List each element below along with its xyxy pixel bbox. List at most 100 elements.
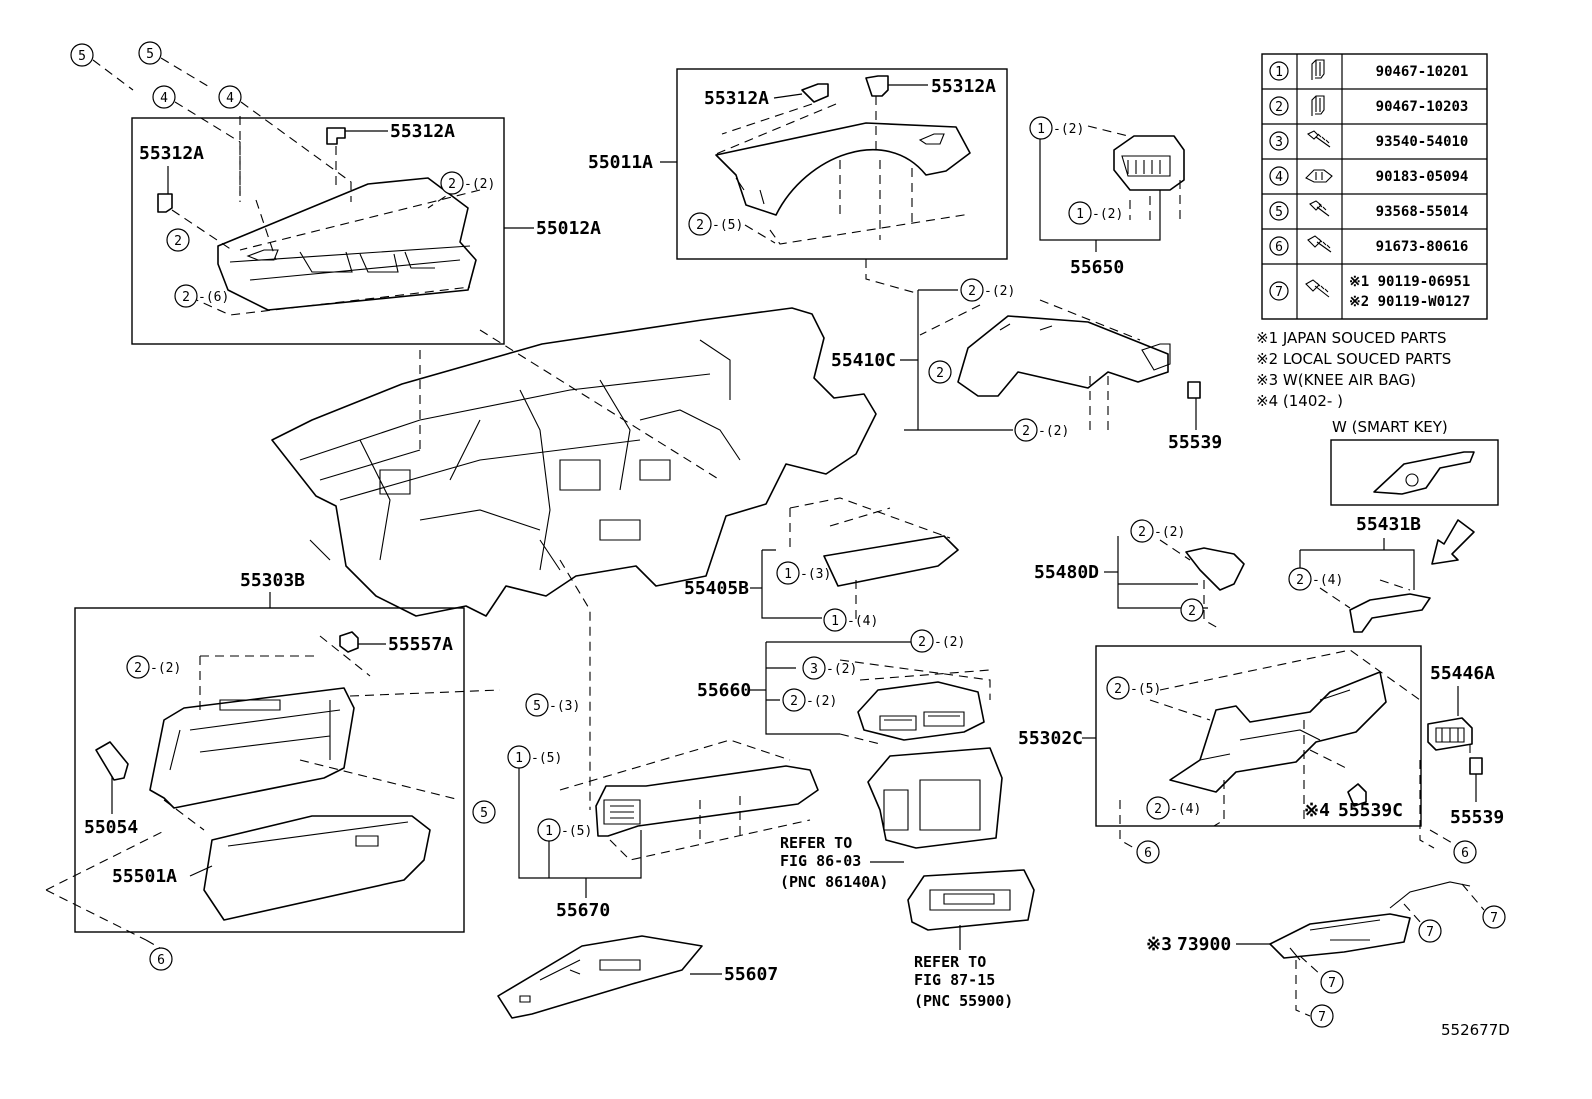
clip-icon <box>1311 95 1325 116</box>
group-55670: 1 -(5) 1 -(5) 55670 <box>507 739 819 921</box>
svg-text:2: 2 <box>1138 525 1146 540</box>
group-55650: 55650 1 -(2) 1 -(2) <box>1029 116 1185 278</box>
clip-55539 <box>1469 757 1483 775</box>
svg-text:3: 3 <box>810 662 818 677</box>
reference-text: FIG 87-15 <box>914 971 995 989</box>
legend-key: 2 <box>1275 100 1283 115</box>
part-label: 55446A <box>1430 663 1495 684</box>
legend-part-number: ※1 90119-06951 <box>1349 274 1470 290</box>
svg-text:2: 2 <box>790 694 798 709</box>
svg-text:-(2): -(2) <box>1154 525 1185 540</box>
svg-text:2: 2 <box>182 290 190 305</box>
svg-text:-(4): -(4) <box>847 614 878 629</box>
group-73900: ※3 73900 7 7 7 7 <box>1146 881 1506 1028</box>
group-55607: 55607 <box>497 935 778 1019</box>
svg-text:1: 1 <box>784 567 792 582</box>
svg-text:6: 6 <box>1144 846 1152 861</box>
svg-text:-(2): -(2) <box>1038 424 1069 439</box>
legend-row: 5 93568-55014 <box>1269 200 1469 221</box>
svg-text:-(5): -(5) <box>531 751 562 766</box>
svg-text:-(5): -(5) <box>1130 682 1161 697</box>
group-55431B: W (SMART KEY) 55431B 2 -(4) <box>1288 418 1499 633</box>
legend-key: 1 <box>1275 65 1283 80</box>
climate-panel-part <box>907 869 1035 931</box>
cluster-upper-cover-part <box>715 122 971 216</box>
legend-part-number: 90467-10201 <box>1376 64 1469 80</box>
part-label: 55431B <box>1356 514 1421 535</box>
part-label: 55539 <box>1450 807 1504 828</box>
svg-text:-(5): -(5) <box>561 824 592 839</box>
part-label: 55539C <box>1338 800 1403 821</box>
legend-key: 3 <box>1275 135 1283 150</box>
glove-box-frame-part <box>149 687 355 809</box>
part-label: 73900 <box>1177 934 1231 955</box>
screw-icon <box>1309 200 1330 217</box>
part-label: 55557A <box>388 634 453 655</box>
group-55446A: 55446A 55539 <box>1427 663 1504 828</box>
legend-row: 2 90467-10203 <box>1269 95 1468 116</box>
svg-text:2: 2 <box>174 234 182 249</box>
clip-55312A <box>157 193 173 213</box>
smart-key-bracket-part <box>1373 451 1475 495</box>
legend-row: 6 91673-80616 <box>1269 235 1468 256</box>
legend-part-number: ※2 90119-W0127 <box>1349 294 1470 310</box>
group-55410C: 55410C 2 -(2) 2 2 -(2) 55539 <box>831 278 1222 453</box>
part-label: 55670 <box>556 900 610 921</box>
svg-text:2: 2 <box>448 177 456 192</box>
svg-text:-(4): -(4) <box>1312 573 1343 588</box>
clip-55312A <box>326 127 346 145</box>
svg-text:-(3): -(3) <box>800 567 831 582</box>
reference-text: (PNC 86140A) <box>780 873 888 891</box>
variant-label: W (SMART KEY) <box>1332 418 1448 436</box>
svg-text:7: 7 <box>1490 911 1498 926</box>
footnotes: ※1 JAPAN SOUCED PARTS ※2 LOCAL SOUCED PA… <box>1256 329 1451 410</box>
svg-text:2: 2 <box>918 635 926 650</box>
legend-row: 4 90183-05094 <box>1269 166 1468 186</box>
group-55302C: 55302C 2 -(5) 2 -(4) ※4 55539C 6 6 <box>1018 645 1477 864</box>
svg-text:-(5): -(5) <box>712 218 743 233</box>
svg-text:2: 2 <box>1188 604 1196 619</box>
part-label: 55480D <box>1034 562 1099 583</box>
legend-row: 3 93540-54010 <box>1269 130 1468 151</box>
svg-text:5: 5 <box>78 49 86 64</box>
reference-text: REFER TO <box>780 834 852 852</box>
svg-text:-(2): -(2) <box>806 694 837 709</box>
lower-cover-part <box>823 535 959 587</box>
clip-55312A <box>801 83 829 103</box>
nut-clip-icon <box>1305 169 1333 183</box>
reference-text: (PNC 55900) <box>914 992 1013 1010</box>
group-55405B: 55405B 1 -(3) 1 -(4) <box>684 497 959 632</box>
diagram-id: 552677D <box>1441 1021 1510 1039</box>
part-label: 55660 <box>697 680 751 701</box>
clip-55312A <box>865 75 889 97</box>
callouts-top-left: 5 5 4 4 <box>70 41 352 202</box>
part-label: 55011A <box>588 152 653 173</box>
clip-icon <box>1311 59 1325 80</box>
svg-text:-(2): -(2) <box>464 177 495 192</box>
part-label: 55303B <box>240 570 305 591</box>
part-label: 55312A <box>931 76 996 97</box>
part-label: 55410C <box>831 350 896 371</box>
screw-icon <box>1307 130 1331 148</box>
group-55011A: 55011A 55312A 55312A 2 -(5) <box>588 68 1008 260</box>
svg-text:2: 2 <box>1296 573 1304 588</box>
svg-text:2: 2 <box>1022 424 1030 439</box>
svg-text:-(2): -(2) <box>1092 207 1123 222</box>
clip-55539C <box>1347 783 1367 807</box>
svg-text:6: 6 <box>157 953 165 968</box>
svg-text:-(2): -(2) <box>934 635 965 650</box>
arrow-icon <box>1431 519 1475 565</box>
svg-text:-(6): -(6) <box>198 290 229 305</box>
legend-key: 5 <box>1275 205 1283 220</box>
part-label: 55312A <box>139 143 204 164</box>
svg-text:-(4): -(4) <box>1170 802 1201 817</box>
svg-text:-(2): -(2) <box>1053 122 1084 137</box>
legend-part-number: 93568-55014 <box>1376 204 1469 220</box>
lower-panel-driver-part <box>1169 671 1387 793</box>
svg-text:4: 4 <box>160 91 168 106</box>
upper-panel-part <box>217 177 477 311</box>
svg-text:1: 1 <box>1076 207 1084 222</box>
svg-text:1: 1 <box>1037 122 1045 137</box>
fastener-legend-table: 1 90467-10201 2 90467-10203 3 93540-5401… <box>1261 53 1488 320</box>
legend-key: 6 <box>1275 240 1283 255</box>
